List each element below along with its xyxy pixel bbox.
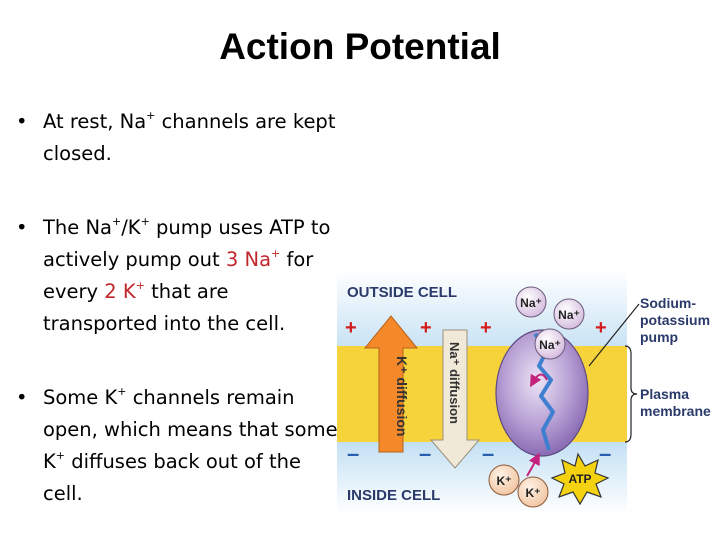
bullet-text: channels remain open, which means that s… [43, 386, 338, 473]
k-ion-label: K⁺ [497, 474, 512, 488]
pump-label-line: potassium [640, 312, 710, 328]
bullet-text: pump uses ATP to actively pump out [43, 216, 331, 271]
atp-label: ATP [568, 472, 591, 486]
pump-leader-line [588, 303, 640, 367]
bullet-text: channels are kept closed. [43, 110, 336, 165]
na-ion-label: Na⁺ [539, 338, 561, 352]
pump-transport-arrow [530, 373, 548, 388]
minus-sign: – [482, 441, 494, 466]
na-ion [553, 298, 585, 330]
bullet-text: At rest, Na [43, 110, 147, 133]
plus-sign: + [595, 317, 607, 339]
na-diffusion-arrow [429, 329, 481, 469]
k-uptake-arrow [526, 452, 540, 477]
bullet-text: /K [121, 216, 141, 239]
sodium-potassium-pump-diagram: OUTSIDE CELL INSIDE CELL + + + + – – – –… [337, 270, 711, 514]
bullet-marker: • [16, 216, 28, 239]
plus-sign: + [420, 317, 432, 339]
atp-burst [550, 452, 610, 506]
superscript: + [140, 215, 150, 228]
superscript: + [112, 215, 122, 228]
superscript: + [135, 279, 145, 292]
bullet-text: The Na [43, 216, 113, 239]
highlight-2-k: 2 K [104, 280, 136, 303]
bullet-marker: • [16, 386, 28, 409]
na-ion-label: Na⁺ [558, 308, 580, 322]
bullet-text: diffuses back out of the cell. [43, 450, 301, 505]
bullet-text: for every [43, 248, 314, 303]
minus-sign: – [419, 441, 431, 466]
na-ion [534, 328, 566, 360]
k-diffusion-arrow [363, 315, 419, 453]
na-diffusion-label: Na⁺ diffusion [447, 342, 462, 424]
minus-sign: – [347, 441, 359, 466]
outside-cell-label: OUTSIDE CELL [347, 284, 457, 301]
k-diffusion-label: K⁺ diffusion [394, 356, 410, 437]
bullet-list: • At rest, Na+ channels are kept closed.… [14, 106, 344, 510]
na-ion [515, 286, 547, 318]
membrane-label-line: membrane [640, 403, 711, 419]
pump-label-line: pump [640, 329, 678, 345]
superscript: + [55, 449, 66, 462]
bullet-item: • The Na+/K+ pump uses ATP to actively p… [14, 212, 344, 340]
slide-title: Action Potential [219, 26, 501, 67]
membrane-label-line: Plasma [640, 386, 689, 402]
pump-label-line: Sodium- [640, 295, 696, 311]
plus-sign: + [345, 317, 357, 339]
superscript: + [146, 109, 156, 122]
bullet-text: Some K [43, 386, 118, 409]
membrane-bracket [624, 345, 638, 443]
inside-cell-label: INSIDE CELL [347, 487, 440, 504]
bullet-text: that are transported into the cell. [43, 280, 286, 335]
superscript: + [271, 247, 281, 260]
minus-sign: – [599, 441, 611, 466]
k-ion [488, 464, 520, 496]
na-ion-label: Na⁺ [520, 296, 542, 310]
plus-sign: + [480, 317, 492, 339]
k-ion [517, 476, 549, 508]
highlight-3-na: 3 Na [225, 248, 272, 271]
bullet-item: • Some K+ channels remain open, which me… [14, 382, 344, 510]
k-ion-label: K⁺ [526, 486, 541, 500]
superscript: + [117, 385, 127, 398]
bullet-marker: • [16, 110, 28, 133]
bullet-item: • At rest, Na+ channels are kept closed. [14, 106, 344, 170]
